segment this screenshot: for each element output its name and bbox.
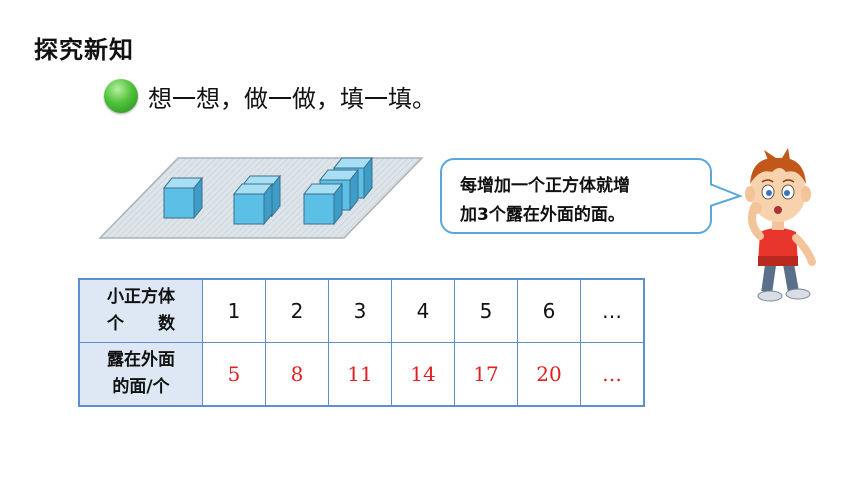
- row-header-cube-count: 小正方体 个 数: [78, 278, 203, 343]
- table-cell: 20: [517, 342, 581, 407]
- table-cell: 14: [391, 342, 455, 407]
- boy-thinking-icon: [745, 148, 816, 302]
- table-cell: 2: [265, 278, 329, 343]
- table-cell: 8: [265, 342, 329, 407]
- speech-line-1: 每增加一个正方体就增: [460, 176, 630, 196]
- table-cell: 11: [328, 342, 392, 407]
- table-cell: …: [580, 278, 645, 343]
- prompt-text: 想一想，做一做，填一填。: [148, 84, 436, 113]
- green-dot-icon: [104, 79, 138, 113]
- cubes-illustration: [98, 156, 424, 239]
- speech-line-2: 加3个露在外面的面。: [460, 205, 625, 225]
- cube-group-3: [302, 156, 374, 226]
- data-table: 小正方体 个 数 1 2 3 4 5 6 … 露在外面 的面/个 5 8 11 …: [78, 278, 645, 407]
- table-cell: 17: [454, 342, 518, 407]
- table-cell: 5: [202, 342, 266, 407]
- row-header-exposed-faces: 露在外面 的面/个: [78, 342, 203, 407]
- cube-group-1: [162, 176, 204, 220]
- table-cell: …: [580, 342, 645, 407]
- table-row-cube-count: 小正方体 个 数 1 2 3 4 5 6 …: [78, 278, 645, 343]
- table-cell: 3: [328, 278, 392, 343]
- table-cell: 1: [202, 278, 266, 343]
- table-cell: 5: [454, 278, 518, 343]
- table-cell: 4: [391, 278, 455, 343]
- table-row-exposed-faces: 露在外面 的面/个 5 8 11 14 17 20 …: [78, 342, 645, 407]
- cube-group-2: [232, 174, 282, 226]
- speech-bubble: 每增加一个正方体就增 加3个露在外面的面。: [440, 158, 712, 234]
- prompt-row: 想一想，做一做，填一填。: [104, 78, 436, 114]
- table-cell: 6: [517, 278, 581, 343]
- section-title: 探究新知: [34, 36, 134, 64]
- speech-bubble-tail: [710, 183, 743, 207]
